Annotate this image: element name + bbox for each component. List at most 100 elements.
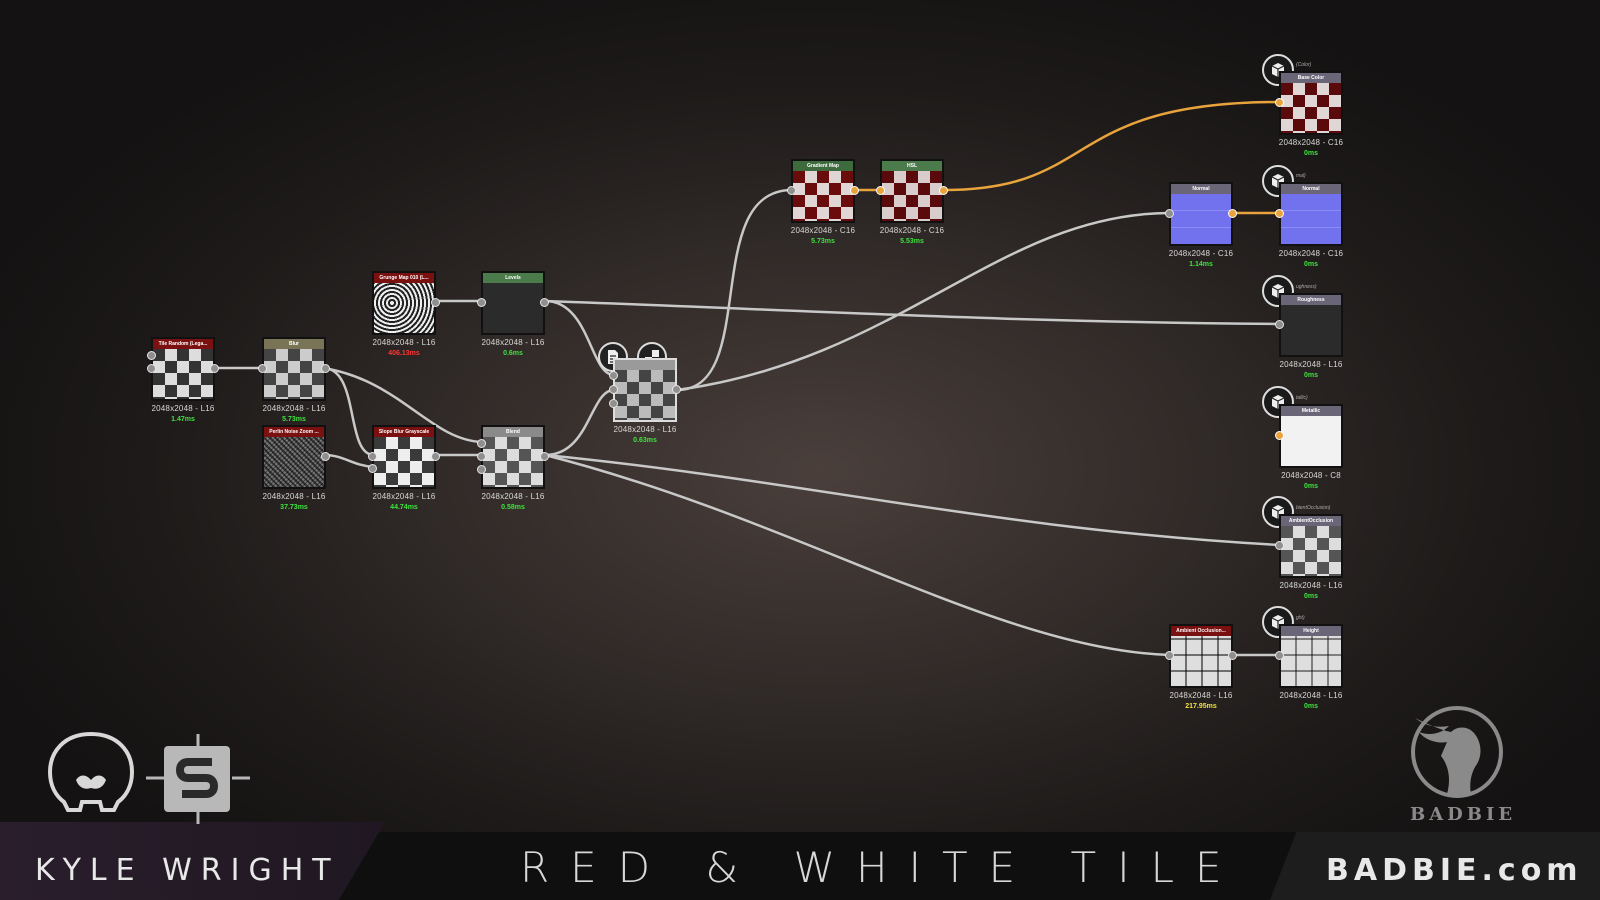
output-port[interactable] <box>939 186 948 195</box>
node-time: 5.73ms <box>811 238 835 245</box>
node-resolution: 2048x2048 - L16 <box>262 492 326 501</box>
output-cube-icon[interactable] <box>1262 606 1294 638</box>
wire <box>543 453 1282 547</box>
node-header: Blur <box>264 339 324 349</box>
node-normal[interactable]: Normal 2048x2048 - C16 1.14ms <box>1165 182 1237 268</box>
input-port[interactable] <box>609 399 618 408</box>
node-header: HSL <box>882 161 942 171</box>
wire <box>543 453 1172 657</box>
website-link[interactable]: BADBIE.com <box>1326 853 1583 888</box>
node-time: 1.47ms <box>171 416 195 423</box>
node-ambient-occlusion[interactable]: Ambient Occlusion... 2048x2048 - L16 217… <box>1165 624 1237 710</box>
input-port[interactable] <box>368 464 377 473</box>
input-port[interactable] <box>1275 541 1284 550</box>
node-tile-random[interactable]: Tile Random (Lega... 2048x2048 - L16 1.4… <box>147 337 219 423</box>
footer-left-panel <box>0 822 385 900</box>
node-resolution: 2048x2048 - L16 <box>613 425 677 434</box>
input-port[interactable] <box>477 452 486 461</box>
node-hsl[interactable]: HSL 2048x2048 - C16 5.53ms <box>876 159 948 245</box>
output-sublabel: (Color) <box>1296 62 1312 68</box>
node-thumbnail <box>1171 636 1231 686</box>
node-resolution: 2048x2048 - L16 <box>1279 581 1343 590</box>
node-output-roughness[interactable]: Roughness 2048x2048 - L16 0ms <box>1275 293 1343 379</box>
node-header: Levels <box>483 273 543 283</box>
node-perlin-noise[interactable]: Perlin Noise Zoom ... 2048x2048 - L16 37… <box>262 425 330 511</box>
wire <box>543 299 1282 326</box>
output-sublabel: ght) <box>1296 615 1305 621</box>
node-grunge-map[interactable]: Grunge Map 010 (L... 2048x2048 - L16 406… <box>372 271 440 357</box>
node-output-height[interactable]: Height 2048x2048 - L16 0ms <box>1275 624 1343 710</box>
node-blend-selected[interactable]: 2048x2048 - L16 0.63ms <box>609 358 681 444</box>
node-slope-blur[interactable]: Slope Blur Grayscale 2048x2048 - L16 44.… <box>368 425 440 511</box>
node-blend[interactable]: Blend 2048x2048 - L16 0.58ms <box>477 425 549 511</box>
input-port[interactable] <box>477 298 486 307</box>
input-port[interactable] <box>787 186 796 195</box>
node-output-base-color[interactable]: Base Color 2048x2048 - C16 0ms <box>1275 71 1343 157</box>
output-port[interactable] <box>540 452 549 461</box>
input-port[interactable] <box>477 465 486 474</box>
node-header: AmbientOcclusion <box>1281 516 1341 526</box>
wire <box>321 366 376 457</box>
node-header: Perlin Noise Zoom ... <box>264 427 324 437</box>
node-resolution: 2048x2048 - L16 <box>372 338 436 347</box>
node-gradient-map[interactable]: Gradient Map 2048x2048 - C16 5.73ms <box>787 159 859 245</box>
node-time: 0ms <box>1303 703 1318 710</box>
output-port[interactable] <box>210 364 219 373</box>
output-cube-icon[interactable] <box>1262 496 1294 528</box>
output-port[interactable] <box>321 364 330 373</box>
input-port[interactable] <box>258 364 267 373</box>
node-time: 5.73ms <box>282 416 306 423</box>
node-resolution: 2048x2048 - L16 <box>1279 360 1343 369</box>
node-time: 44.74ms <box>390 504 418 511</box>
input-port[interactable] <box>1165 209 1174 218</box>
input-port[interactable] <box>1275 209 1284 218</box>
artwork-title: RED & WHITE TILE <box>520 843 1243 892</box>
output-sublabel: tallic) <box>1296 395 1308 401</box>
input-port[interactable] <box>1275 431 1284 440</box>
node-time: 0.58ms <box>501 504 525 511</box>
node-resolution: 2048x2048 - C16 <box>879 226 945 235</box>
author-name: KYLE WRIGHT <box>35 853 340 888</box>
node-header: Normal <box>1281 184 1341 194</box>
output-sublabel: ughness) <box>1296 284 1317 290</box>
node-thumbnail <box>153 349 213 399</box>
node-levels[interactable]: Levels 2048x2048 - L16 0.6ms <box>477 271 549 357</box>
node-resolution: 2048x2048 - C16 <box>1168 249 1234 258</box>
brand-name: BADBIE <box>1410 804 1517 825</box>
output-port[interactable] <box>672 385 681 394</box>
node-output-ambient-occlusion[interactable]: AmbientOcclusion 2048x2048 - L16 0ms <box>1275 514 1343 600</box>
node-resolution: 2048x2048 - L16 <box>481 492 545 501</box>
input-port[interactable] <box>609 385 618 394</box>
node-time: 406.13ms <box>388 350 420 357</box>
input-port[interactable] <box>147 364 156 373</box>
node-output-metallic[interactable]: Metallic 2048x2048 - C8 0ms <box>1275 404 1343 490</box>
node-resolution: 2048x2048 - L16 <box>372 492 436 501</box>
output-port[interactable] <box>1228 209 1237 218</box>
input-port[interactable] <box>1275 320 1284 329</box>
node-time: 0ms <box>1303 593 1318 600</box>
node-time: 0ms <box>1303 150 1318 157</box>
node-resolution: 2048x2048 - L16 <box>1169 691 1233 700</box>
output-port[interactable] <box>431 452 440 461</box>
input-port[interactable] <box>1165 651 1174 660</box>
node-blur[interactable]: Blur 2048x2048 - L16 5.73ms <box>258 337 330 423</box>
input-port[interactable] <box>876 186 885 195</box>
input-port[interactable] <box>368 452 377 461</box>
input-port[interactable] <box>1275 651 1284 660</box>
node-header: Normal <box>1171 184 1231 194</box>
node-header <box>615 360 675 370</box>
node-time: 0ms <box>1303 261 1318 268</box>
output-port[interactable] <box>321 452 330 461</box>
node-resolution: 2048x2048 - L16 <box>151 404 215 413</box>
output-port[interactable] <box>850 186 859 195</box>
node-thumbnail <box>1281 636 1341 686</box>
input-port[interactable] <box>1275 98 1284 107</box>
wire <box>321 453 376 469</box>
output-port[interactable] <box>540 298 549 307</box>
input-port[interactable] <box>147 351 156 360</box>
node-output-normal[interactable]: Normal 2048x2048 - C16 0ms <box>1275 182 1343 268</box>
output-port[interactable] <box>431 298 440 307</box>
input-port[interactable] <box>477 439 486 448</box>
output-port[interactable] <box>1228 651 1237 660</box>
input-port[interactable] <box>609 371 618 380</box>
